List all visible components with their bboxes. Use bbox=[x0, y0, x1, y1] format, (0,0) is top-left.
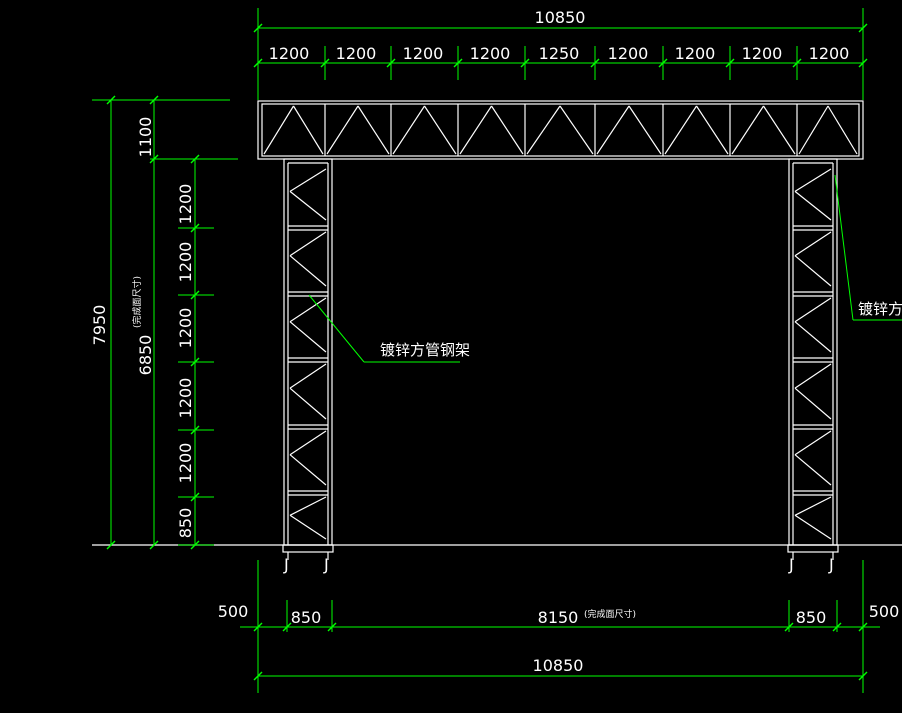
column-height-note: (完成面尺寸) bbox=[131, 276, 143, 328]
top-seg-7: 1200 bbox=[675, 44, 716, 63]
top-seg-4: 1200 bbox=[470, 44, 511, 63]
bottom-column-left: 850 bbox=[291, 608, 322, 627]
anchor-bolt-2: J bbox=[323, 555, 329, 574]
top-seg-1: 1200 bbox=[269, 44, 310, 63]
left-seg-5: 1200 bbox=[176, 443, 195, 484]
callout-right: 镀锌方管钢架 bbox=[834, 174, 902, 321]
callout-right-label: 镀锌方管钢架 bbox=[858, 300, 902, 318]
anchor-bolt-3: J bbox=[788, 555, 794, 574]
bottom-total-dim: 10850 bbox=[533, 656, 584, 675]
top-truss bbox=[257, 100, 864, 160]
top-seg-3: 1200 bbox=[403, 44, 444, 63]
callout-left-label: 镀锌方管钢架 bbox=[380, 341, 470, 359]
top-seg-5: 1250 bbox=[539, 44, 580, 63]
bottom-offset-left: 500 bbox=[218, 602, 249, 621]
left-overall-dim: 7950 bbox=[90, 305, 109, 346]
callout-left: 镀锌方管钢架 bbox=[308, 294, 470, 363]
top-dimensions: 10850 1200 1200 1200 1200 1250 1200 1200… bbox=[253, 8, 868, 100]
left-seg-6: 850 bbox=[176, 508, 195, 539]
top-seg-2: 1200 bbox=[336, 44, 377, 63]
bottom-span-note: (完成面尺寸) bbox=[584, 608, 636, 620]
left-seg-4: 1200 bbox=[176, 378, 195, 419]
truss-depth-dim: 1100 bbox=[136, 117, 155, 158]
anchor-bolt-4: J bbox=[828, 555, 834, 574]
bottom-dimensions: 500 850 8150 (完成面尺寸) 850 500 10850 bbox=[218, 560, 900, 693]
top-seg-9: 1200 bbox=[809, 44, 850, 63]
left-seg-1: 1200 bbox=[176, 184, 195, 225]
top-seg-6: 1200 bbox=[608, 44, 649, 63]
left-column bbox=[283, 158, 333, 546]
left-seg-3: 1200 bbox=[176, 308, 195, 349]
bottom-offset-right: 500 bbox=[869, 602, 900, 621]
left-dimensions: 7950 1100 6850 (完成面尺寸) 1200 1200 1200 12… bbox=[90, 95, 238, 550]
bottom-column-right: 850 bbox=[796, 608, 827, 627]
top-total-dim: 10850 bbox=[535, 8, 586, 27]
top-seg-8: 1200 bbox=[742, 44, 783, 63]
foot-anchors: J J J J bbox=[282, 544, 839, 574]
column-height-dim: 6850 bbox=[136, 335, 155, 376]
bottom-span: 8150 bbox=[538, 608, 579, 627]
anchor-bolt-1: J bbox=[283, 555, 289, 574]
right-column bbox=[788, 158, 838, 546]
left-seg-2: 1200 bbox=[176, 242, 195, 283]
